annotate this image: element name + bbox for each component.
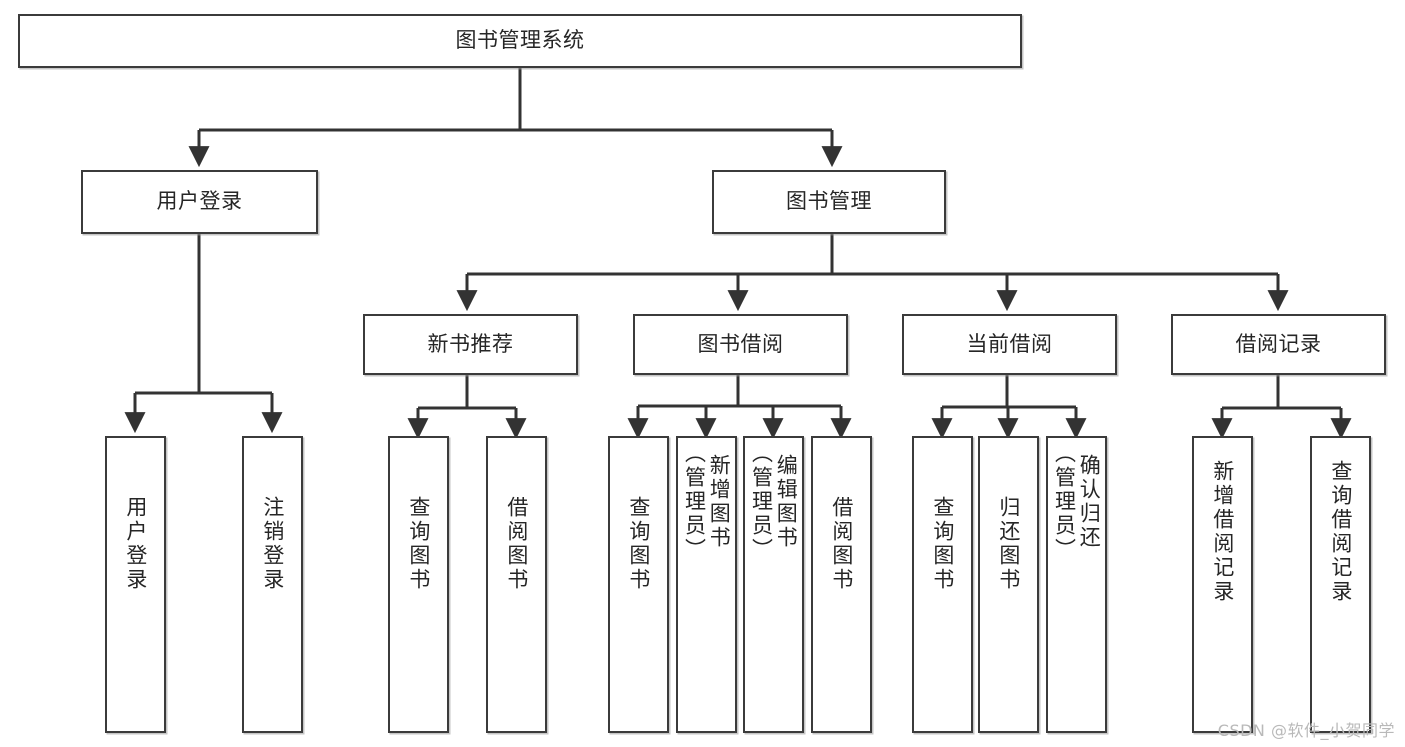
- watermark: CSDN @软件_小贺同学: [1217, 721, 1395, 740]
- leaf-confirm-return-admin[interactable]: 确认归还 （管理员）: [1046, 436, 1107, 733]
- node-new-book-recommendation[interactable]: 新书推荐: [363, 314, 578, 375]
- node-label: 借阅图书: [829, 496, 854, 592]
- node-label: 图书管理: [786, 189, 872, 214]
- node-label: 借阅记录: [1235, 331, 1322, 356]
- node-label: 归还图书: [996, 496, 1021, 592]
- leaf-borrow-book[interactable]: 借阅图书: [811, 436, 872, 733]
- node-label: 新书推荐: [427, 331, 514, 356]
- leaf-user-login[interactable]: 用户登录: [105, 436, 166, 733]
- leaf-query-book-borrow[interactable]: 查询图书: [608, 436, 669, 733]
- node-book-borrow[interactable]: 图书借阅: [633, 314, 848, 375]
- node-label: 确认归还 （管理员）: [1052, 442, 1102, 562]
- node-borrow-record[interactable]: 借阅记录: [1171, 314, 1386, 375]
- node-user-login[interactable]: 用户登录: [81, 170, 318, 234]
- node-label: 查询借阅记录: [1328, 460, 1353, 604]
- leaf-logout[interactable]: 注销登录: [242, 436, 303, 733]
- node-label: 当前借阅: [966, 331, 1053, 356]
- node-label: 图书借阅: [697, 331, 784, 356]
- node-label: 编辑图书 （管理员）: [749, 442, 799, 562]
- leaf-borrow-book-recommend[interactable]: 借阅图书: [486, 436, 547, 733]
- leaf-query-book-recommend[interactable]: 查询图书: [388, 436, 449, 733]
- node-label: 查询图书: [626, 496, 651, 592]
- leaf-return-book[interactable]: 归还图书: [978, 436, 1039, 733]
- node-label: 注销登录: [260, 496, 285, 592]
- node-label: 用户登录: [123, 496, 148, 592]
- node-book-management[interactable]: 图书管理: [712, 170, 946, 234]
- leaf-query-borrow-record[interactable]: 查询借阅记录: [1310, 436, 1371, 733]
- node-label: 新增图书 （管理员）: [682, 442, 732, 562]
- node-label: 用户登录: [156, 189, 243, 214]
- node-label: 新增借阅记录: [1210, 460, 1235, 604]
- node-label: 借阅图书: [504, 496, 529, 592]
- leaf-add-borrow-record[interactable]: 新增借阅记录: [1192, 436, 1253, 733]
- node-root-book-management-system[interactable]: 图书管理系统: [18, 14, 1022, 68]
- leaf-add-book-admin[interactable]: 新增图书 （管理员）: [676, 436, 737, 733]
- node-label: 查询图书: [930, 496, 955, 592]
- leaf-query-book-current[interactable]: 查询图书: [912, 436, 973, 733]
- node-label: 图书管理系统: [455, 28, 585, 53]
- node-label: 查询图书: [406, 496, 431, 592]
- leaf-edit-book-admin[interactable]: 编辑图书 （管理员）: [743, 436, 804, 733]
- node-current-borrow[interactable]: 当前借阅: [902, 314, 1117, 375]
